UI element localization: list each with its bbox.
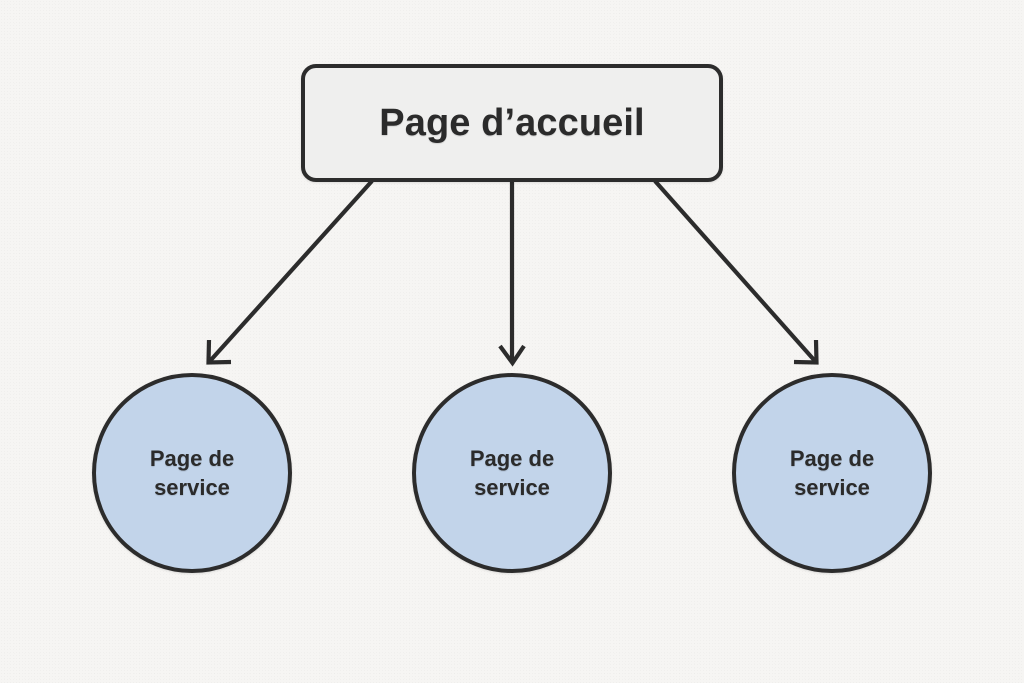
node-service-page-3-label: Page de service (789, 445, 875, 500)
edge-root-to-child-2 (498, 181, 526, 367)
node-service-page-2-label: Page de service (469, 445, 555, 500)
edge-root-to-child-3 (653, 179, 819, 365)
edge-root-to-child-1 (206, 179, 374, 365)
node-home-page-label: Page d’accueil (379, 101, 645, 144)
node-service-page-2[interactable]: Page de service (412, 373, 612, 573)
node-service-page-1[interactable]: Page de service (92, 373, 292, 573)
node-service-page-1-label: Page de service (149, 445, 235, 500)
node-home-page[interactable]: Page d’accueil (301, 64, 723, 182)
node-service-page-3[interactable]: Page de service (732, 373, 932, 573)
